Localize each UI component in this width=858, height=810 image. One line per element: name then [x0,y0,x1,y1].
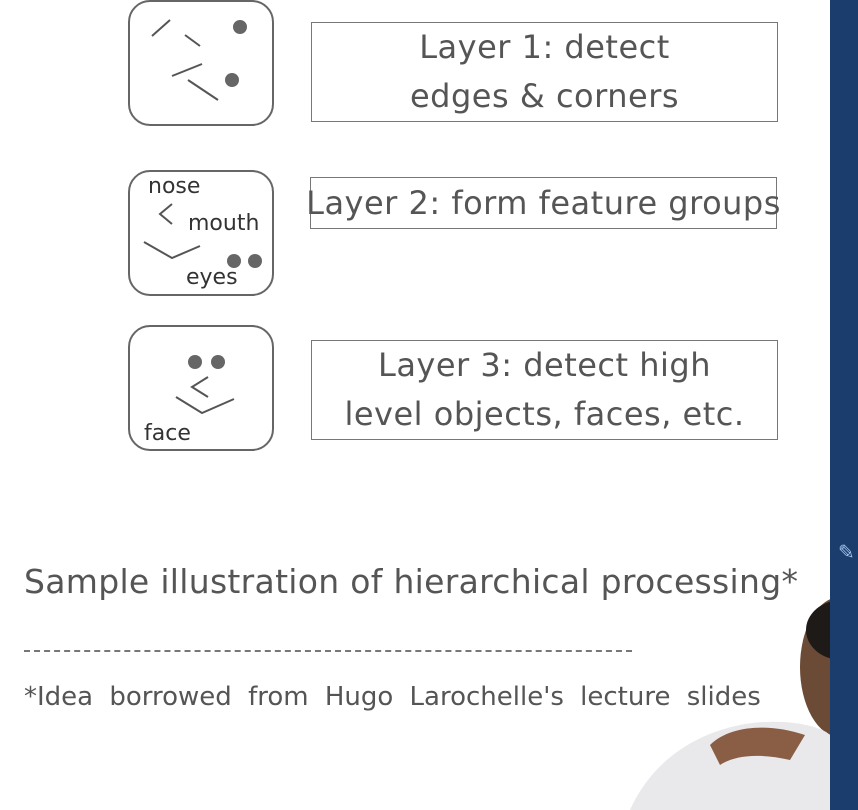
slide-caption: Sample illustration of hierarchical proc… [24,562,799,601]
footnote-divider [24,650,632,652]
eyes-label: eyes [186,265,238,290]
face-label: face [144,421,191,446]
nose-label: nose [148,174,201,199]
edges-corners-drawing [151,19,247,101]
layer-3-box: Layer 3: detect high level objects, face… [311,340,778,440]
layer-1-text: Layer 1: detect edges & corners [409,28,680,115]
layer-3-text: Layer 3: detect high level objects, face… [344,346,745,433]
face-icon: face [128,325,274,451]
feature-groups-drawing [143,203,262,268]
layer-2-box: Layer 2: form feature groups [306,177,780,229]
layer-2-text: Layer 2: form feature groups [306,183,781,222]
presenter-video [630,599,830,810]
brand-mark-icon: ✎ [838,540,855,564]
footnote: *Idea borrowed from Hugo Larochelle's le… [24,682,761,712]
mouth-label: mouth [188,211,260,236]
layer-1-box: Layer 1: detect edges & corners [311,22,778,122]
slide: nose mouth eyes face Layer 1: detect edg… [24,0,830,810]
feature-groups-icon: nose mouth eyes [128,170,274,296]
side-bar: ✎ [830,0,858,810]
face-drawing [175,355,235,415]
edges-corners-icon [128,0,274,126]
